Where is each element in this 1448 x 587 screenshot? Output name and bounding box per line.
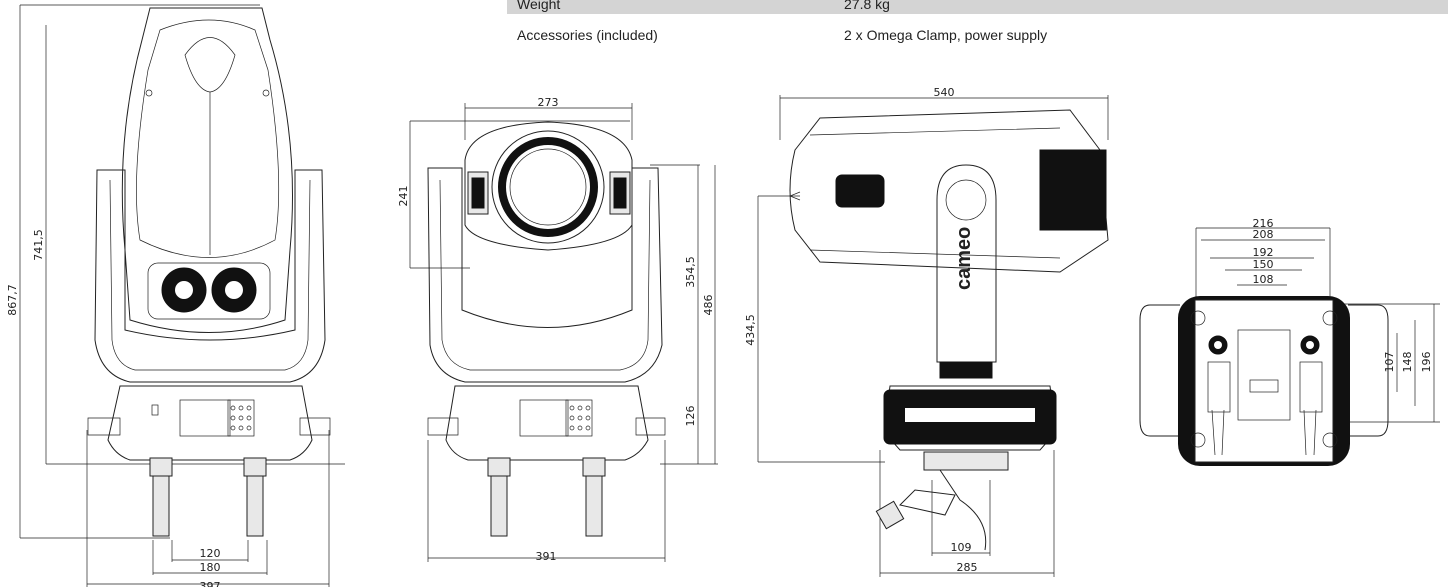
dim-label: 397 xyxy=(200,580,221,587)
brand-logo: cameo xyxy=(953,227,975,290)
dim-label: 180 xyxy=(200,561,221,574)
spec-label: Weight xyxy=(517,0,561,12)
dim-label: 208 xyxy=(1253,228,1274,241)
dim-label: 150 xyxy=(1253,258,1274,271)
dim-label: 109 xyxy=(951,541,972,554)
dim-label: 285 xyxy=(957,561,978,574)
front-view: 867,7 741,5 120 180 397 xyxy=(6,4,345,587)
dim-label: 216 xyxy=(1253,217,1274,230)
side-view: 540 434,5 109 285 cameo xyxy=(744,86,1109,577)
dim-label: 540 xyxy=(934,86,955,99)
spec-value: 27.8 kg xyxy=(844,0,890,12)
spec-table: Weight 27.8 kg Accessories (included) 2 … xyxy=(507,0,1448,50)
dim-label: 196 xyxy=(1420,352,1433,373)
dim-label: 120 xyxy=(200,547,221,560)
dim-label: 192 xyxy=(1253,246,1274,259)
dim-label: 107 xyxy=(1383,352,1396,373)
dim-label: 126 xyxy=(684,406,697,427)
dim-label: 434,5 xyxy=(744,314,757,346)
dim-label: 867,7 xyxy=(6,284,19,316)
dim-label: 108 xyxy=(1253,273,1274,286)
dim-label: 391 xyxy=(536,550,557,563)
dim-label: 354,5 xyxy=(684,256,697,288)
dim-label: 486 xyxy=(702,295,715,316)
front-tilted-view: 273 241 354,5 486 126 391 xyxy=(397,96,718,563)
dim-label: 273 xyxy=(538,96,559,109)
dim-label: 741,5 xyxy=(32,229,45,261)
spec-row-weight: Weight 27.8 kg xyxy=(507,0,1448,14)
spec-value: 2 x Omega Clamp, power supply xyxy=(844,27,1048,43)
spec-row-accessories: Accessories (included) 2 x Omega Clamp, … xyxy=(507,25,1448,45)
dim-label: 241 xyxy=(397,186,410,207)
dim-label: 148 xyxy=(1401,352,1414,373)
spec-label: Accessories (included) xyxy=(517,27,658,43)
bottom-view: 216 208 192 150 108 107 148 196 xyxy=(1139,217,1440,466)
